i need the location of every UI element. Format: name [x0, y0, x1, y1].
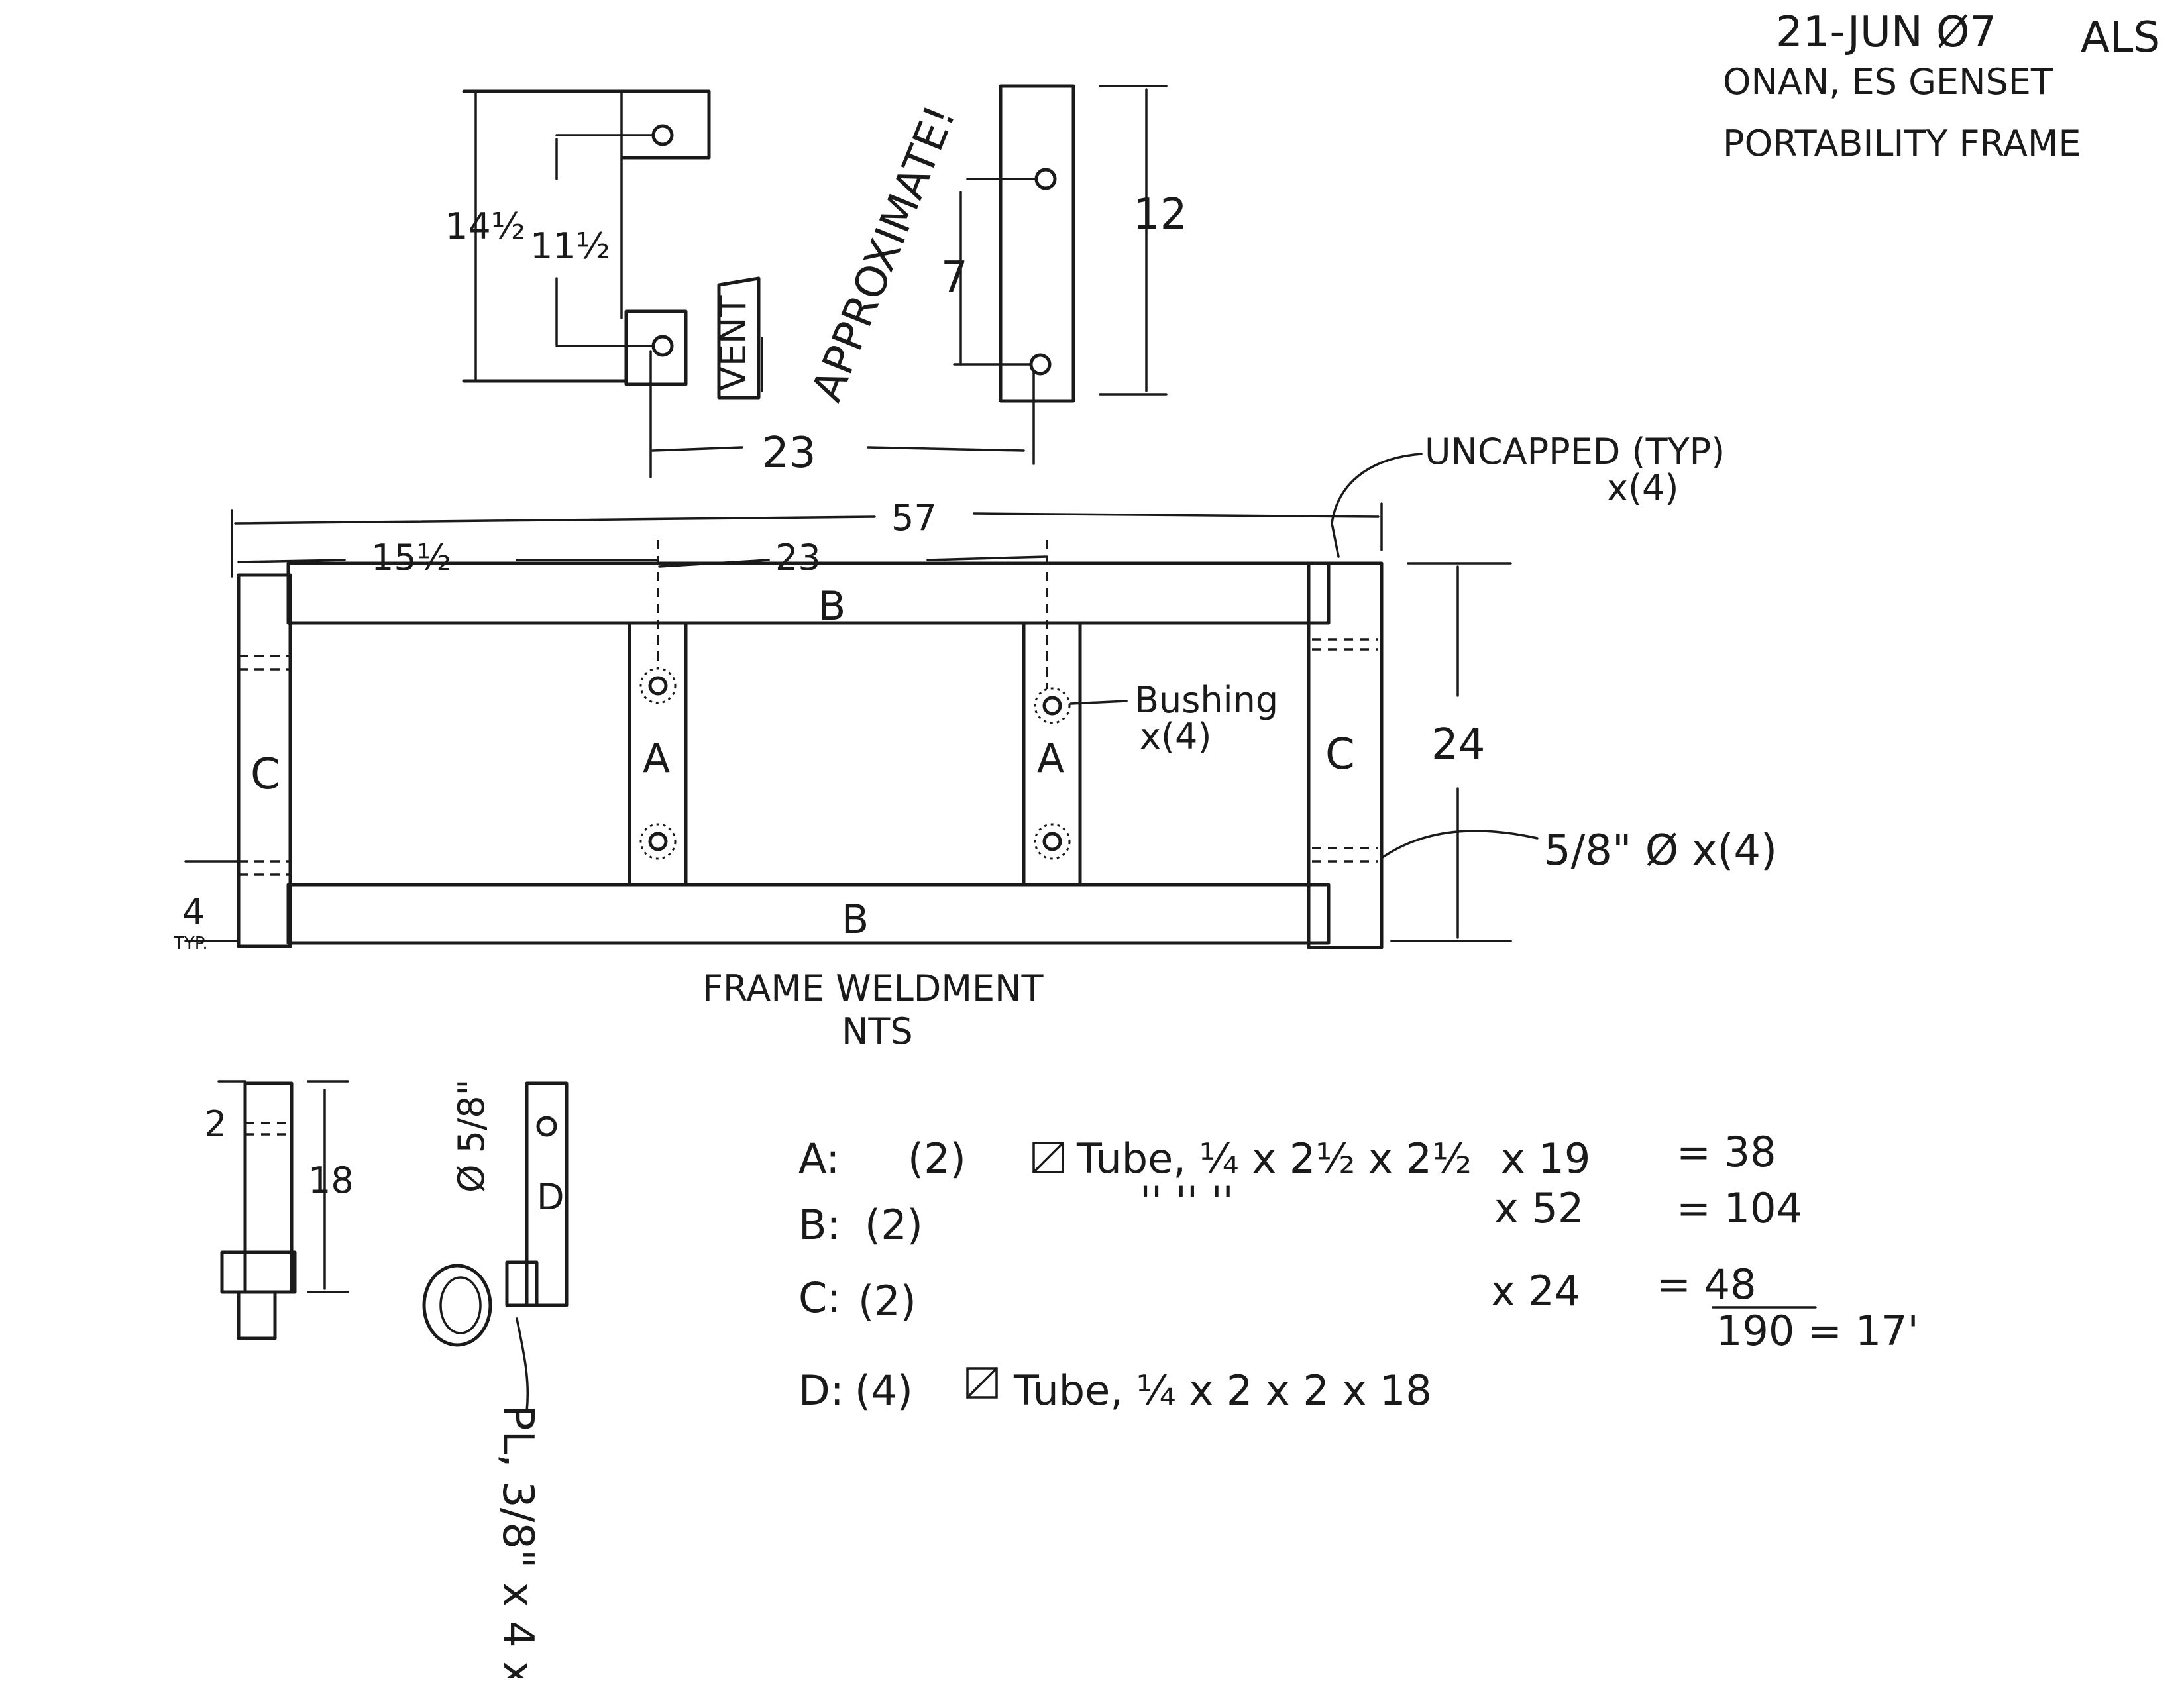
side-left-tube	[243, 1081, 294, 1294]
top-left-view: 14½ 11½ VENT APPROXIMATE!	[445, 89, 965, 408]
bom-qty: (2)	[908, 1134, 966, 1183]
top-right-hole-upper	[1034, 168, 1057, 190]
bushing-count: x(4)	[1140, 716, 1211, 757]
top-left-lower-plate	[624, 309, 688, 386]
plate-note: PL, 3/8" x 4 x 4 ?	[493, 1405, 542, 1678]
frame-height: 24	[1431, 720, 1485, 769]
bom-desc: Tube, ¼ x 2 x 2 x 18	[1013, 1366, 1432, 1415]
title-line1: ONAN, ES GENSET	[1723, 61, 2053, 103]
top-left-hole-lower	[651, 335, 674, 357]
member-b-top	[286, 561, 1331, 625]
member-c-right	[1307, 561, 1384, 949]
member-b-bottom	[286, 883, 1331, 945]
bom-row: A: (2) Tube, ¼ x 2½ x 2½ x 19 = 38	[798, 1128, 1776, 1183]
frame-weldment: 57 15½ 23 UNCAPPED (TYP) x(4) B B C C	[173, 431, 1777, 1052]
frame-caption: FRAME WELDMENT	[702, 967, 1044, 1009]
member-c-right-label: C	[1325, 730, 1355, 779]
bushing-note: Bushing	[1134, 679, 1278, 721]
top-span-value: 23	[762, 429, 816, 478]
hole-offset: 4	[182, 891, 205, 933]
side-view-left: 2 18	[204, 1080, 354, 1340]
top-left-upper-plate	[462, 89, 711, 160]
member-d-label: D	[537, 1176, 565, 1218]
hole-note: 5/8" Ø x(4)	[1544, 826, 1777, 875]
bushing-a-left-upper	[648, 676, 668, 696]
bom-desc: '' '' ''	[1140, 1177, 1234, 1226]
member-a-right-label: A	[1037, 735, 1064, 782]
bom-sum: 190 = 17'	[1716, 1307, 1919, 1355]
member-b-bottom-label: B	[842, 896, 869, 943]
bom-row: B: (2) '' '' '' x 52 = 104	[798, 1177, 1802, 1249]
bushing-a-right-upper	[1042, 696, 1062, 716]
bom-qty: (2)	[865, 1201, 923, 1249]
bom-row: D: (4) Tube, ¼ x 2 x 2 x 18	[798, 1366, 1432, 1415]
bom-qty: (2)	[858, 1277, 916, 1325]
bom-row: C: (2) x 24 = 48	[798, 1260, 1757, 1325]
uncapped-count: x(4)	[1607, 467, 1678, 509]
vent-block	[717, 276, 761, 400]
bom-total: = 104	[1676, 1184, 1802, 1232]
side-right-hole	[536, 1116, 557, 1137]
bom-item: C:	[798, 1274, 841, 1322]
bom-desc: Tube, ¼ x 2½ x 2½	[1076, 1134, 1472, 1183]
side-left-dim-len: 18	[308, 1160, 354, 1201]
top-span-dimension: 23	[649, 350, 1025, 478]
frame-caption-sub: NTS	[842, 1010, 913, 1052]
side-left-bracket	[220, 1250, 297, 1294]
side-view-right: D Ø 5/8" PL, 3/8" x 4 x 4 ?	[422, 1079, 569, 1681]
bom-total: = 38	[1676, 1128, 1776, 1176]
member-c-left	[237, 573, 292, 948]
top-left-hole-upper	[651, 124, 674, 146]
member-c-left-label: C	[250, 750, 280, 799]
square-tube-icon	[966, 1367, 998, 1399]
bom-len: x 24	[1491, 1267, 1580, 1315]
top-right-dim-inner: 7	[941, 253, 968, 302]
title-date: 21-JUN Ø7	[1776, 8, 1996, 57]
bill-of-materials: A: (2) Tube, ¼ x 2½ x 2½ x 19 = 38 B: (2…	[798, 1128, 1919, 1415]
bom-item: D:	[798, 1366, 844, 1415]
vent-label: VENT	[712, 295, 754, 391]
member-b-top-label: B	[818, 583, 846, 629]
bom-len: x 52	[1494, 1184, 1584, 1232]
top-right-plate	[999, 84, 1075, 403]
side-right-plate	[505, 1260, 539, 1307]
bushing-a-left-lower	[648, 832, 668, 851]
side-left-dim-top: 2	[204, 1103, 227, 1145]
top-right-dim-outer: 12	[1133, 190, 1187, 239]
member-a-right	[1022, 621, 1082, 887]
frame-overall-width: 57	[891, 497, 937, 539]
side-right-tube	[525, 1081, 569, 1307]
top-left-dim-outer: 14½	[445, 205, 525, 247]
title-line2: PORTABILITY FRAME	[1723, 123, 2081, 164]
top-right-view: 7 12	[941, 84, 1187, 465]
side-right-hole-size: Ø 5/8"	[451, 1079, 492, 1193]
title-block: 21-JUN Ø7 ALS ONAN, ES GENSET PORTABILIT…	[1723, 8, 2160, 164]
bom-total: = 48	[1657, 1260, 1757, 1309]
bom-item: A:	[798, 1134, 840, 1183]
member-a-left-label: A	[643, 735, 670, 782]
bom-item: B:	[798, 1201, 840, 1249]
title-initials: ALS	[2081, 13, 2160, 62]
hole-offset-note: TYP.	[173, 934, 208, 953]
frame-spacing: 23	[775, 537, 821, 578]
bom-len: x 19	[1501, 1134, 1590, 1183]
uncapped-note: UNCAPPED (TYP)	[1425, 431, 1725, 472]
bom-qty: (4)	[855, 1366, 913, 1415]
top-left-dim-inner: 11½	[530, 225, 610, 267]
bushing-a-right-lower	[1042, 832, 1062, 851]
square-tube-icon	[1032, 1142, 1064, 1173]
frame-offset: 15½	[371, 537, 451, 578]
side-left-foot	[237, 1290, 277, 1340]
side-right-bushing	[422, 1264, 492, 1347]
